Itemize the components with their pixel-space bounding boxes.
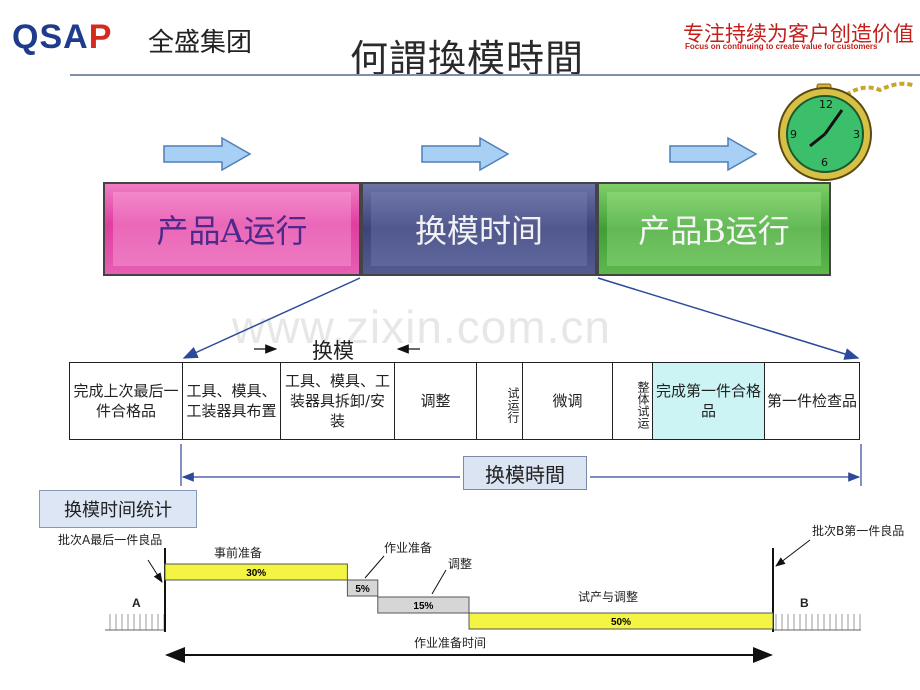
step-cell: 试运行 (477, 363, 523, 439)
svg-text:3: 3 (853, 128, 860, 141)
watermark: www.zixin.com.cn (232, 301, 611, 353)
step-cell: 工具、模具、工装器具拆卸/安装 (281, 363, 395, 439)
phase-product-b: 产品B运行 (597, 182, 831, 276)
qsap-logo: QSAP (12, 18, 113, 56)
phase-changeover: 换模时间 (361, 182, 597, 276)
stats-title: 换模时间统计 (39, 490, 197, 528)
phase-product-b-label: 产品B运行 (607, 192, 821, 266)
marker-b: B (800, 596, 809, 610)
flow-arrow-icon (163, 136, 252, 172)
changeover-span-label: 换模時間 (463, 456, 587, 490)
batch-a-label: 批次A最后一件良品 (58, 533, 163, 547)
flow-arrow-icon (421, 136, 510, 172)
step-cell: 工具、模具、工装器具布置 (183, 363, 281, 439)
changeover-steps-table: 完成上次最后一件合格品 工具、模具、工装器具布置 工具、模具、工装器具拆卸/安装… (69, 362, 860, 440)
segment-bar (468, 612, 774, 630)
segment-percent: 5% (355, 584, 370, 595)
header-divider (70, 74, 920, 76)
segment-percent: 15% (413, 601, 433, 612)
segment-label-adjust: 调整 (448, 557, 473, 571)
phase-product-a: 产品A运行 (103, 182, 361, 276)
segment-bar (164, 563, 348, 581)
step-cell-highlighted: 完成第一件合格品 (653, 363, 765, 439)
marker-a: A (132, 596, 141, 610)
step-cell: 整体试运 (613, 363, 653, 439)
phase-changeover-label: 换模时间 (371, 192, 587, 266)
page-title: 何謂換模時間 (350, 37, 585, 81)
svg-text:9: 9 (790, 128, 797, 141)
flow-arrow-icon (669, 136, 758, 172)
svg-text:6: 6 (821, 156, 828, 169)
step-cell: 调整 (395, 363, 477, 439)
company-name: 全盛集团 (148, 28, 253, 58)
segment-label-trial: 试产与调整 (578, 590, 639, 604)
segment-bar (377, 596, 470, 614)
batch-b-label: 批次B第一件良品 (812, 524, 905, 538)
slogan-chinese: 专注持续为客户创造价值 (683, 22, 914, 46)
slogan-english: Focus on continuing to create value for … (685, 42, 878, 51)
step-cell: 完成上次最后一件合格品 (70, 363, 183, 439)
svg-text:12: 12 (819, 98, 833, 111)
step-cell: 第一件检查品 (767, 392, 858, 410)
segment-bar (346, 579, 379, 597)
step-cell: 微调 (523, 363, 613, 439)
stopwatch-icon: 12 3 6 9 (778, 81, 916, 181)
segment-percent: 50% (611, 617, 631, 628)
changeover-label: 换模 (312, 339, 354, 363)
phase-product-a-label: 产品A运行 (113, 192, 351, 266)
total-time-label: 作业准备时间 (408, 636, 493, 651)
segment-percent: 30% (246, 568, 266, 579)
segment-label-prep: 事前准备 (214, 546, 263, 560)
segment-label-operation: 作业准备 (384, 541, 433, 555)
